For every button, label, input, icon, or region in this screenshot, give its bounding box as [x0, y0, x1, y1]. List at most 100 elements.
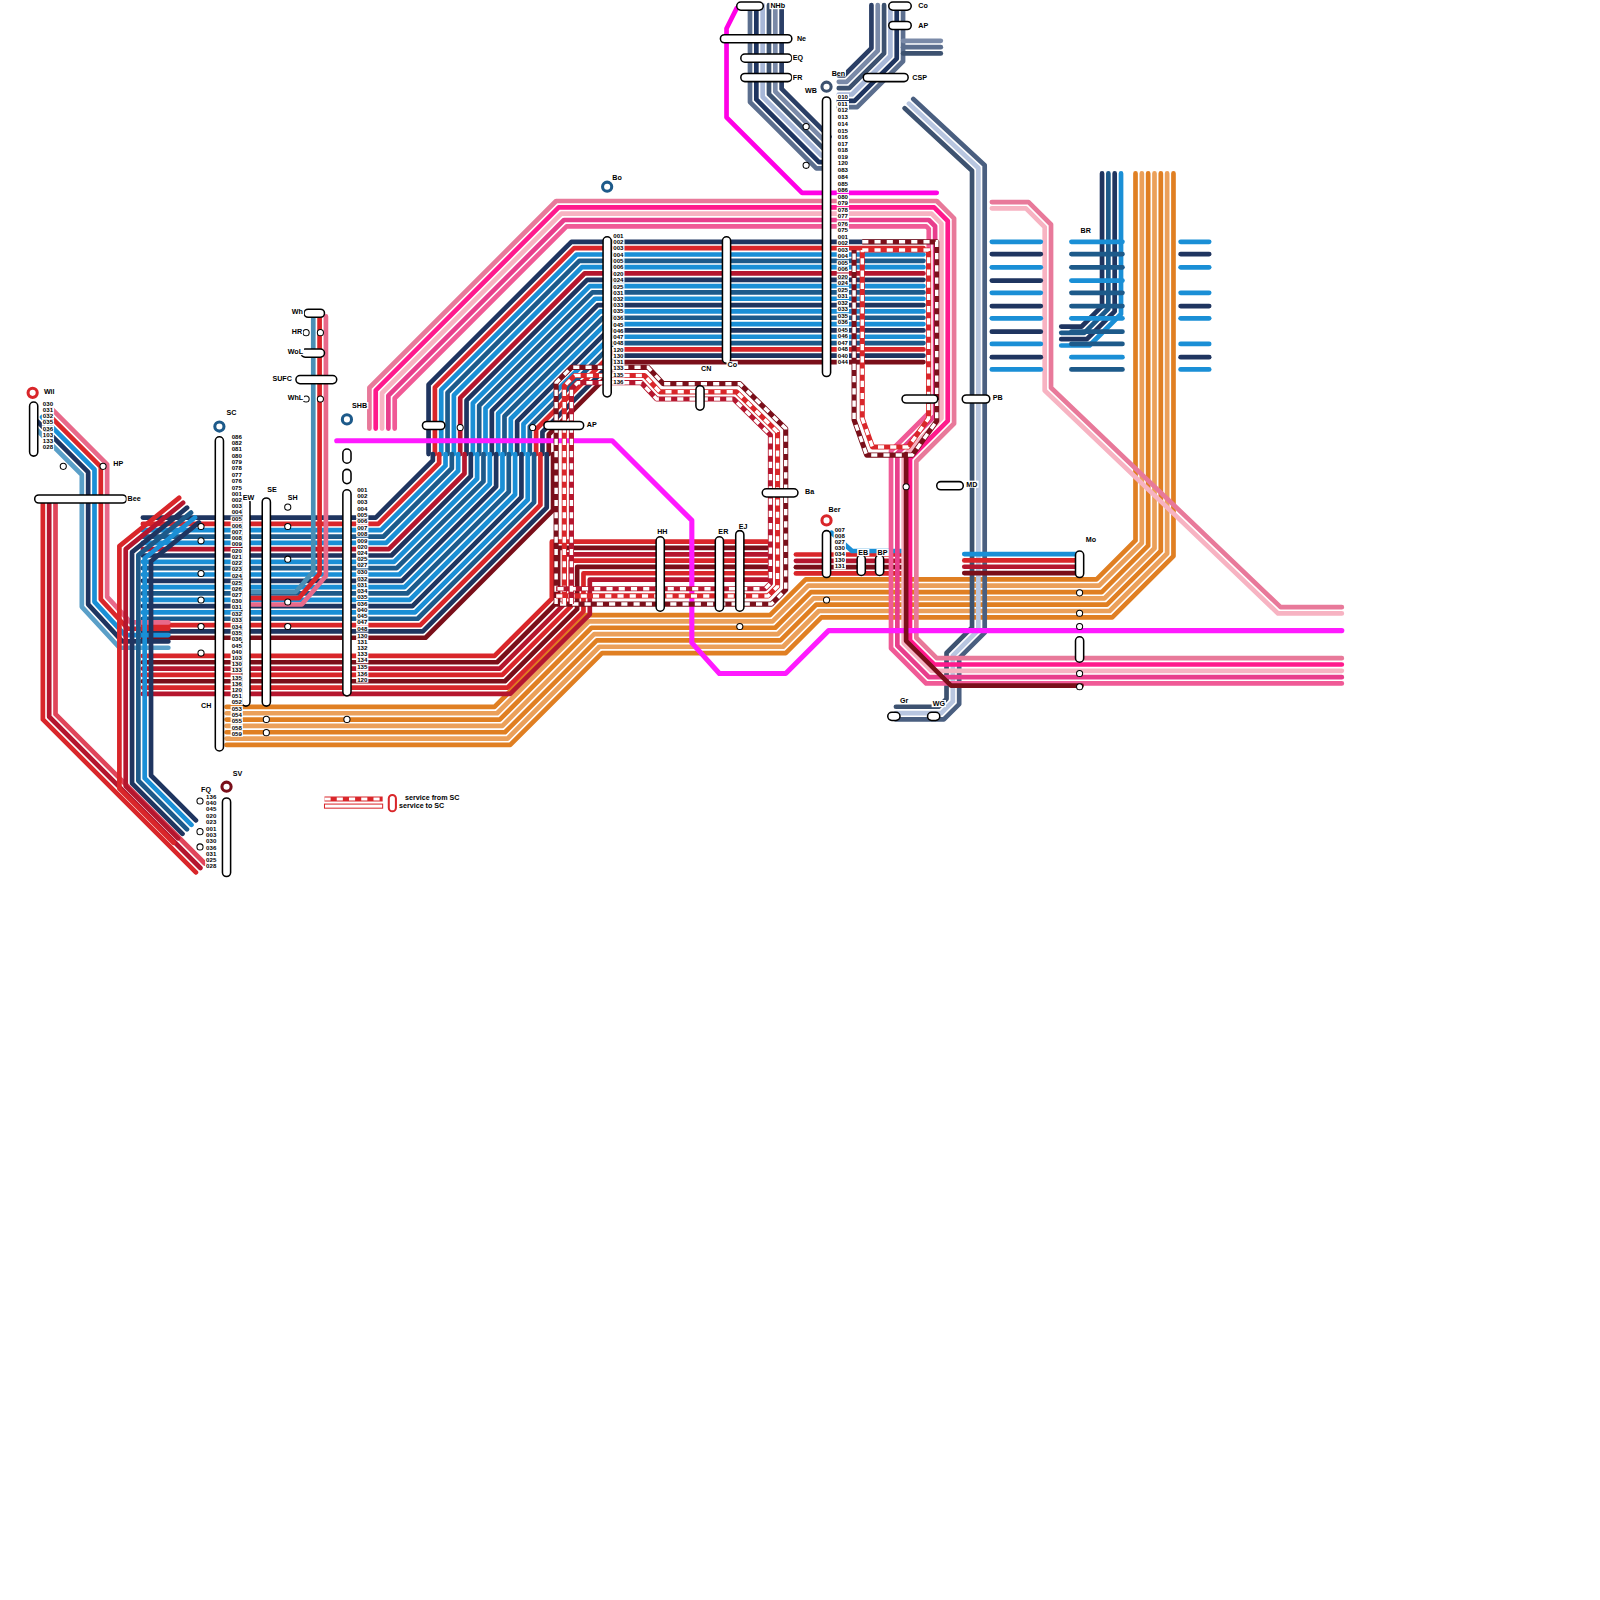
route-number: 133 [356, 651, 368, 657]
route-number: 051 [231, 693, 243, 699]
dashed-services [556, 242, 937, 604]
route-line [1071, 291, 1122, 296]
route-number: 044 [837, 359, 849, 365]
route-number: 081 [231, 446, 243, 452]
stop-dot [737, 623, 743, 629]
route-number: 103 [231, 655, 243, 661]
route-number: 036 [356, 601, 368, 607]
stop-dot [1077, 610, 1083, 616]
route-number: 076 [837, 220, 849, 226]
route-number: 004 [231, 510, 243, 516]
station-label: Bo [611, 173, 623, 180]
route-number: 002 [356, 493, 368, 499]
stop-dot [198, 597, 204, 603]
stop-dot [1077, 670, 1083, 676]
station-pill [603, 237, 611, 397]
station-label: EW [242, 494, 256, 501]
stop-dot [198, 623, 204, 629]
route-number: 131 [356, 639, 368, 645]
terminus-ring [822, 516, 831, 525]
route-number: 045 [205, 807, 217, 813]
stop-dot [285, 523, 291, 529]
route-line [964, 564, 1079, 569]
route-number: 032 [356, 575, 368, 581]
route-number: 054 [231, 712, 243, 718]
route-line [441, 254, 923, 454]
route-number: 002 [837, 240, 849, 246]
route-number: 025 [612, 283, 624, 289]
route-line [992, 367, 1041, 372]
station-label: SHB [351, 402, 368, 409]
stop-dot [1077, 623, 1083, 629]
terminus-ring [342, 415, 351, 424]
route-line [395, 226, 1342, 683]
route-number: 053 [231, 706, 243, 712]
stop-dot [1077, 590, 1083, 596]
route-number: 046 [612, 328, 624, 334]
station-pill [822, 531, 830, 578]
route-number: 035 [612, 309, 624, 315]
route-number: 028 [205, 863, 217, 869]
route-number: 033 [612, 302, 624, 308]
route-number: 086 [231, 434, 243, 440]
route-number: 047 [612, 334, 624, 340]
route-number: 004 [356, 506, 368, 512]
route-line [151, 522, 199, 820]
route-number: 034 [356, 588, 368, 594]
route-line [964, 552, 1079, 557]
route-line [964, 558, 1079, 563]
route-line [1071, 355, 1122, 360]
route-number: 059 [231, 731, 243, 737]
station-label: Bee [127, 495, 142, 502]
route-number: 003 [612, 245, 624, 251]
route-number: 003 [356, 499, 368, 505]
stop-dot [285, 599, 291, 605]
route-line [1071, 239, 1122, 244]
route-line [1071, 367, 1122, 372]
station-pill [722, 237, 730, 364]
route-number: 048 [612, 340, 624, 346]
route-line [143, 454, 471, 555]
station-pill [937, 482, 964, 490]
route-number: 135 [612, 372, 624, 378]
route-number: 058 [231, 725, 243, 731]
station-pill [888, 712, 900, 720]
route-number: 032 [612, 296, 624, 302]
station-label: SV [232, 769, 244, 776]
route-line [992, 355, 1041, 360]
route-number: 120 [356, 677, 368, 683]
route-number: 012 [837, 107, 849, 113]
route-number: 015 [837, 127, 849, 133]
route-line [1181, 342, 1210, 347]
station-label: AP [917, 21, 929, 28]
route-number: 034 [231, 623, 243, 629]
route-number: 005 [231, 516, 243, 522]
stop-dot [198, 650, 204, 656]
station-label: HP [112, 460, 124, 467]
station-label: Co [917, 2, 929, 9]
terminus-ring [822, 82, 831, 91]
route-line [1071, 278, 1122, 283]
route-line [1071, 329, 1122, 334]
station-pill [822, 97, 830, 377]
route-number: 036 [837, 319, 849, 325]
route-number: 008 [231, 535, 243, 541]
station-pill [656, 537, 664, 611]
station-label: HR [291, 328, 303, 335]
route-number: 035 [231, 630, 243, 636]
stop-dot [303, 330, 309, 336]
service-line [854, 242, 937, 455]
route-number: 006 [356, 518, 368, 524]
route-number: 006 [612, 264, 624, 270]
route-number: 023 [205, 819, 217, 825]
service-dash [556, 367, 786, 604]
station-label: WB [804, 87, 818, 94]
route-number: 003 [837, 246, 849, 252]
stop-dot [263, 716, 269, 722]
station-label: Wil [43, 388, 56, 395]
route-number: 045 [837, 326, 849, 332]
station-pill [343, 449, 351, 463]
route-number: 020 [356, 544, 368, 550]
route-line [839, 5, 903, 107]
route-number: 047 [837, 339, 849, 345]
